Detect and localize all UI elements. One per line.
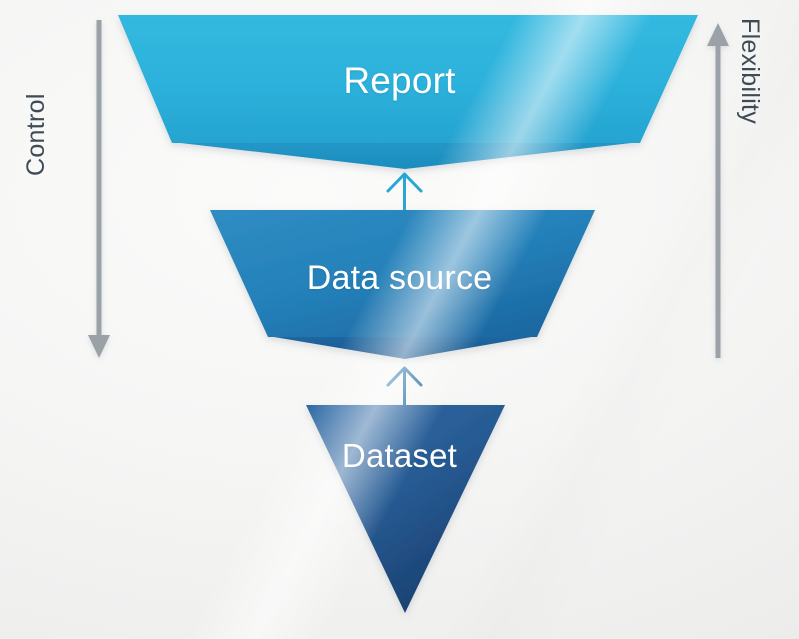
control-axis-arrowhead	[88, 335, 110, 358]
flexibility-axis-arrowhead	[707, 23, 729, 46]
report-shadow-band	[172, 142, 640, 169]
funnel-stage-data-source[interactable]	[210, 210, 595, 359]
data-source-body	[210, 210, 595, 337]
funnel-stage-dataset[interactable]	[306, 405, 505, 613]
funnel-stage-report[interactable]	[118, 15, 698, 169]
dataset-body	[306, 405, 505, 613]
report-body	[118, 15, 698, 143]
connector-dataset-to-data-source	[386, 366, 423, 412]
control-axis	[88, 20, 110, 358]
data-source-shadow-band	[268, 336, 537, 359]
flexibility-axis	[707, 23, 729, 358]
